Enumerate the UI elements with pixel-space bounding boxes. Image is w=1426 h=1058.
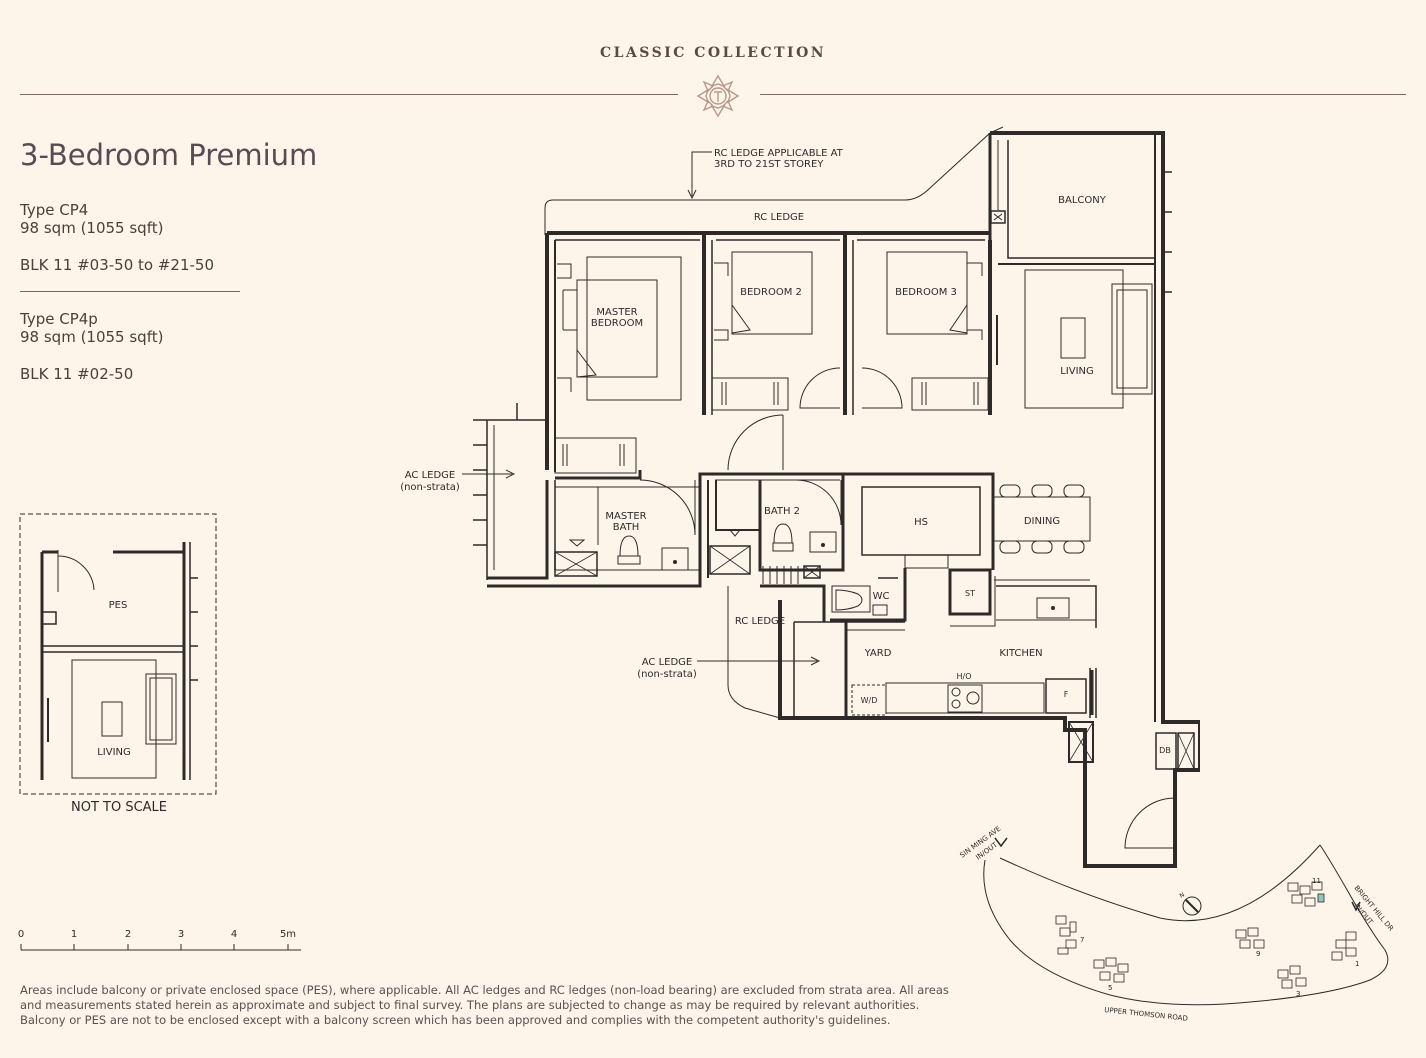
brand-emblem-icon xyxy=(696,74,740,118)
kitchen-label: KITCHEN xyxy=(999,648,1042,659)
block-7-cluster xyxy=(1055,915,1077,955)
wc-label: WC xyxy=(873,591,890,602)
header-rule-right xyxy=(760,94,1406,95)
fridge-label: F xyxy=(1064,690,1069,699)
north-label: N xyxy=(1179,891,1186,899)
block-3-cluster xyxy=(1277,965,1307,989)
scale-tick-0: 0 xyxy=(18,929,24,940)
scale-tick-2: 2 xyxy=(125,929,131,940)
block-9-label: 9 xyxy=(1256,950,1260,958)
block-3-label: 3 xyxy=(1296,990,1300,998)
dining-label: DINING xyxy=(1024,516,1060,527)
header-rule-left xyxy=(20,94,678,95)
rc-ledge-note-line1: RC LEDGE APPLICABLE AT xyxy=(714,148,844,159)
disclaimer-line-3: Balcony or PES are not to be enclosed ex… xyxy=(20,1013,891,1027)
scale-tick-3: 3 xyxy=(178,929,184,940)
ac-ledge-right-label: AC LEDGE xyxy=(642,657,692,668)
scale-tick-5m: 5m xyxy=(280,929,296,940)
ac-ledge-left-label: AC LEDGE xyxy=(405,470,455,481)
type-cp4p-name: Type CP4p xyxy=(20,310,98,328)
hob-oven-label: H/O xyxy=(956,672,971,681)
not-to-scale-note: NOT TO SCALE xyxy=(70,800,167,815)
bedroom2-label: BEDROOM 2 xyxy=(740,287,802,298)
unit-title: 3-Bedroom Premium xyxy=(20,138,318,172)
master-bath-label-1: MASTER xyxy=(605,511,646,522)
type-cp4p-blocks: BLK 11 #02-50 xyxy=(20,365,134,383)
rc-ledge-note-line2: 3RD TO 21ST STOREY xyxy=(714,159,824,170)
brand-name: CLASSIC COLLECTION xyxy=(599,45,827,61)
hs-label: HS xyxy=(914,517,928,528)
pes-living-label: LIVING xyxy=(97,747,131,758)
type-cp4-area: 98 sqm (1055 sqft) xyxy=(20,219,164,237)
type-cp4-blocks: BLK 11 #03-50 to #21-50 xyxy=(20,256,215,274)
block-5-cluster xyxy=(1093,957,1129,983)
scale-tick-1: 1 xyxy=(71,929,77,940)
block-9-cluster xyxy=(1235,927,1265,949)
block-11-label: 11 xyxy=(1312,877,1321,885)
st-label: ST xyxy=(965,589,975,598)
block-1-label: 1 xyxy=(1355,960,1359,968)
pes-label: PES xyxy=(109,600,128,611)
disclaimer-line-1: Areas include balcony or private enclose… xyxy=(20,983,949,997)
rc-ledge-mid-label: RC LEDGE xyxy=(735,616,785,627)
scale-tick-4: 4 xyxy=(231,929,237,940)
site-plan: SIN MING AVE IN/OUT BRIGHT HILL DR IN/OU… xyxy=(958,825,1395,1023)
type-cp4-name: Type CP4 xyxy=(20,201,89,219)
master-bedroom-label-1: MASTER xyxy=(596,307,637,318)
balcony-label: BALCONY xyxy=(1058,195,1107,206)
ac-ledge-left-sub: (non-strata) xyxy=(400,482,460,493)
master-bedroom-label-2: BEDROOM xyxy=(591,318,643,329)
yard-label: YARD xyxy=(864,648,892,659)
block-5-label: 5 xyxy=(1108,984,1112,992)
scale-bar: 0 1 2 3 4 5m xyxy=(18,929,301,951)
ac-ledge-right-sub: (non-strata) xyxy=(637,669,697,680)
disclaimer: Areas include balcony or private enclose… xyxy=(20,983,1050,1028)
washer-dryer-label: W/D xyxy=(861,696,878,705)
info-divider xyxy=(20,291,240,292)
bath2-label: BATH 2 xyxy=(764,506,800,517)
type-cp4p-area: 98 sqm (1055 sqft) xyxy=(20,328,164,346)
living-label: LIVING xyxy=(1060,366,1094,377)
rc-ledge-top-label: RC LEDGE xyxy=(754,212,804,223)
block-7-label: 7 xyxy=(1080,936,1084,944)
master-bath-label-2: BATH xyxy=(613,522,640,533)
pes-inset-plan: PES LIVING xyxy=(19,513,217,795)
block-11-cluster xyxy=(1287,881,1325,907)
bedroom3-label: BEDROOM 3 xyxy=(895,287,957,298)
upper-thomson-road-label: UPPER THOMSON ROAD xyxy=(1104,1006,1188,1023)
block-1-cluster xyxy=(1331,931,1357,961)
floor-plan: RC LEDGE APPLICABLE AT 3RD TO 21ST STORE… xyxy=(400,126,1200,868)
disclaimer-line-2: and measurements stated herein as approx… xyxy=(20,998,920,1012)
db-label: DB xyxy=(1159,746,1171,755)
